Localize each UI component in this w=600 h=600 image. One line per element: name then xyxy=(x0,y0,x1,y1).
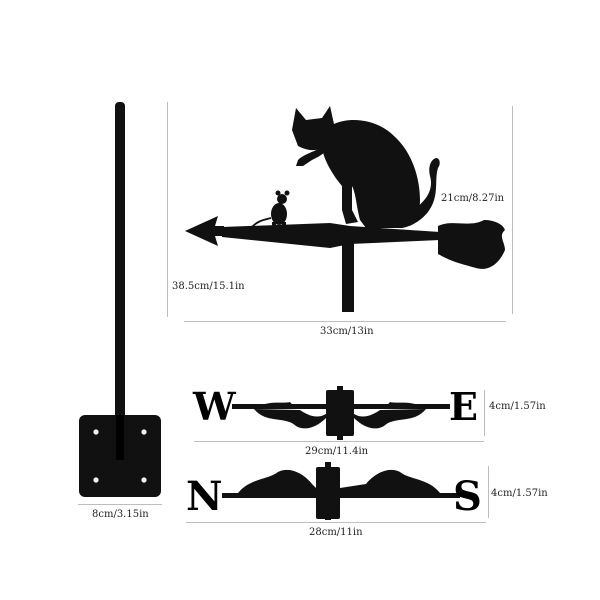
guide-main-width xyxy=(184,321,506,322)
guide-total-height xyxy=(167,102,168,317)
main-width-label: 33cm/13in xyxy=(320,326,374,337)
letter-east: E xyxy=(449,384,478,429)
ns-width-label: 28cm/11in xyxy=(309,527,363,538)
letter-north: N xyxy=(186,473,223,520)
cat-silhouette xyxy=(292,106,440,228)
we-width-label: 29cm/11.4in xyxy=(305,446,369,457)
west-east-arm xyxy=(232,386,450,440)
mounting-pole xyxy=(115,102,125,462)
guide-we-height xyxy=(484,390,485,436)
total-height-label: 38.5cm/15.1in xyxy=(172,281,245,292)
base-plate xyxy=(79,415,161,497)
we-height-label: 4cm/1.57in xyxy=(489,401,546,412)
guide-ns-width xyxy=(186,522,486,523)
guide-main-height xyxy=(512,106,513,314)
main-height-label: 21cm/8.27in xyxy=(441,193,505,204)
mouse-silhouette xyxy=(250,190,290,229)
guide-ns-height xyxy=(488,466,489,518)
letter-west: W xyxy=(193,384,236,429)
letter-south: S xyxy=(453,473,482,520)
guide-we-width xyxy=(194,441,484,442)
base-width-label: 8cm/3.15in xyxy=(92,509,149,520)
north-south-arm xyxy=(222,462,460,520)
arrow-vane xyxy=(185,216,505,312)
ns-height-label: 4cm/1.57in xyxy=(491,488,548,499)
guide-base-width xyxy=(78,504,162,505)
